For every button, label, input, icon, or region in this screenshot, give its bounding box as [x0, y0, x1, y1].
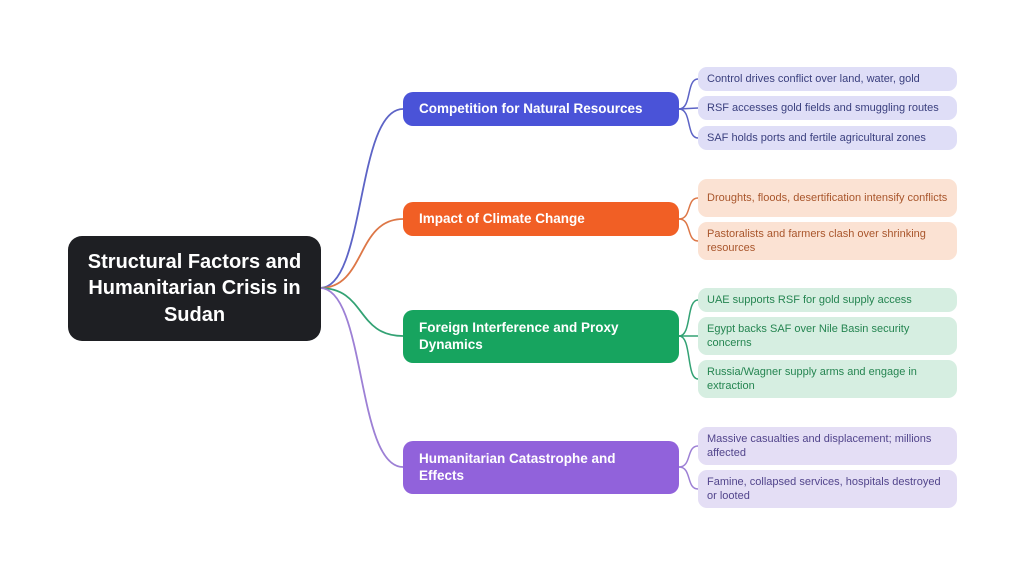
leaf-label: Droughts, floods, desertification intens…: [707, 191, 948, 204]
branch-node-climate-change: Impact of Climate Change: [403, 202, 679, 236]
branch-node-foreign-interference: Foreign Interference and Proxy Dynamics: [403, 310, 679, 363]
leaf-label: Control drives conflict over land, water…: [707, 72, 920, 85]
root-node-label: Structural Factors and Humanitarian Cris…: [87, 250, 302, 326]
leaf-node-casualties-displacement: Massive casualties and displacement; mil…: [698, 427, 957, 465]
branch-label: Competition for Natural Resources: [419, 100, 643, 116]
branch-label: Foreign Interference and Proxy Dynamics: [419, 319, 619, 352]
leaf-node-saf-ports: SAF holds ports and fertile agricultural…: [698, 126, 957, 150]
root-node-structural-factors: Structural Factors and Humanitarian Cris…: [68, 236, 321, 341]
connector-branch-0-leaf-0: [678, 78, 699, 110]
leaf-label: Pastoralists and farmers clash over shri…: [707, 227, 926, 254]
leaf-label: SAF holds ports and fertile agricultural…: [707, 131, 926, 144]
connector-branch-2-leaf-2: [678, 335, 699, 380]
leaf-label: Massive casualties and displacement; mil…: [707, 432, 932, 459]
connector-branch-3-leaf-1: [678, 466, 699, 490]
connector-root-branch-3: [319, 287, 404, 468]
leaf-node-control-conflict: Control drives conflict over land, water…: [698, 67, 957, 91]
leaf-node-rsf-gold-fields: RSF accesses gold fields and smuggling r…: [698, 96, 957, 120]
leaf-node-uae-supports-rsf: UAE supports RSF for gold supply access: [698, 288, 957, 312]
branch-label: Impact of Climate Change: [419, 210, 585, 226]
leaf-label: Egypt backs SAF over Nile Basin security…: [707, 322, 910, 349]
leaf-label: UAE supports RSF for gold supply access: [707, 293, 912, 306]
connector-root-branch-1: [319, 218, 404, 289]
branch-node-humanitarian-catastrophe: Humanitarian Catastrophe and Effects: [403, 441, 679, 494]
leaf-node-droughts-floods: Droughts, floods, desertification intens…: [698, 179, 957, 217]
connector-root-branch-2: [319, 287, 404, 337]
connector-branch-1-leaf-0: [678, 197, 699, 220]
leaf-label: Famine, collapsed services, hospitals de…: [707, 475, 941, 502]
leaf-node-egypt-backs-saf: Egypt backs SAF over Nile Basin security…: [698, 317, 957, 355]
branch-node-natural-resources: Competition for Natural Resources: [403, 92, 679, 126]
connector-branch-2-leaf-0: [678, 299, 699, 337]
leaf-node-famine-collapsed-services: Famine, collapsed services, hospitals de…: [698, 470, 957, 508]
leaf-node-russia-wagner: Russia/Wagner supply arms and engage in …: [698, 360, 957, 398]
connector-root-branch-0: [319, 108, 404, 289]
connector-branch-0-leaf-2: [678, 108, 699, 139]
leaf-label: RSF accesses gold fields and smuggling r…: [707, 101, 939, 114]
connector-branch-0-leaf-1: [678, 107, 699, 110]
leaf-node-pastoralists-farmers: Pastoralists and farmers clash over shri…: [698, 222, 957, 260]
connector-branch-1-leaf-1: [678, 218, 699, 242]
connector-branch-3-leaf-0: [678, 445, 699, 468]
leaf-label: Russia/Wagner supply arms and engage in …: [707, 365, 917, 392]
branch-label: Humanitarian Catastrophe and Effects: [419, 450, 616, 483]
